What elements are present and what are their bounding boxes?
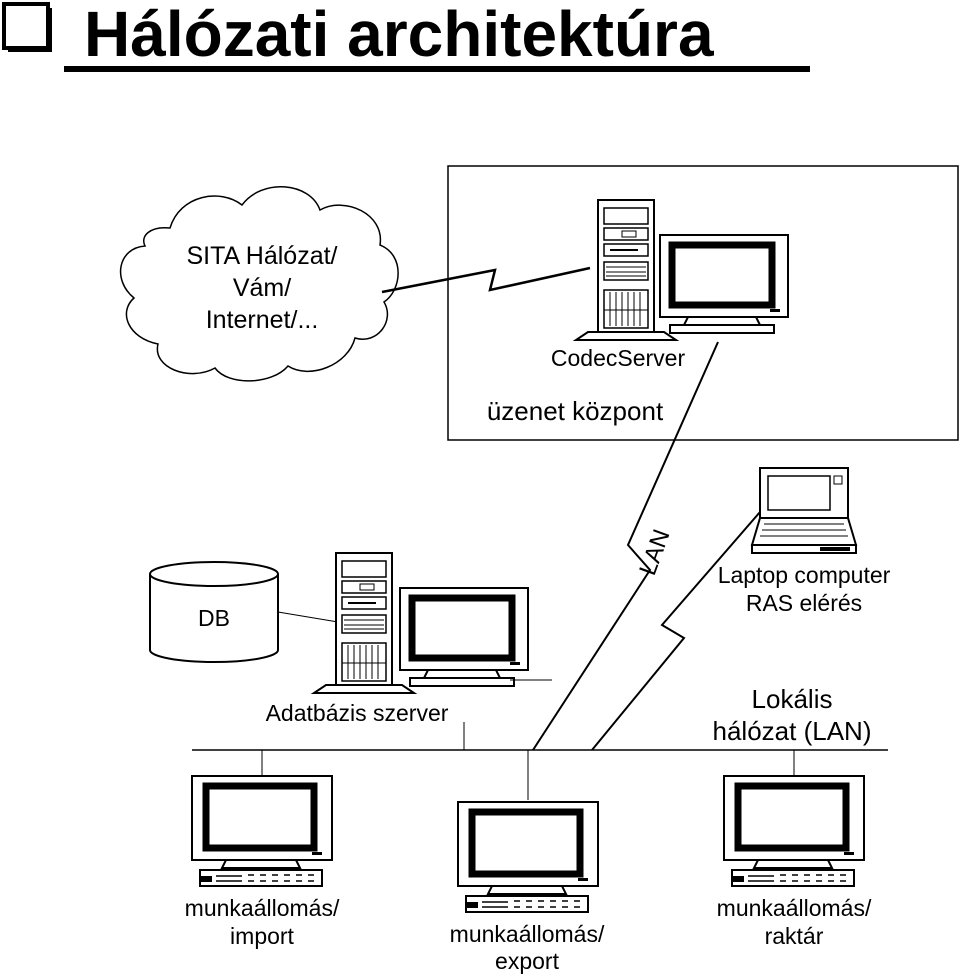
laptop-label-line-2: RAS elérés [746, 590, 862, 616]
lan-label-line-2: hálózat (LAN) [713, 716, 872, 746]
ws-import-icon [192, 776, 332, 886]
message-center-box [447, 165, 959, 441]
codec-server-label: CodecServer [551, 345, 686, 371]
cloud-icon [119, 185, 399, 382]
laptop-label-line-1: Laptop computer [718, 562, 891, 588]
ws-storage-label-line-2: raktár [765, 923, 824, 949]
database-icon [149, 561, 279, 663]
ws-import-label-line-1: munkaállomás/ [185, 895, 340, 921]
ws-export-label-line-2: export [495, 948, 560, 974]
cloud-link-line [381, 266, 591, 294]
ws-import-label-line-2: import [230, 923, 295, 949]
laptop-ras-link-line [591, 511, 761, 751]
cloud-label-line-1: SITA Hálózat/ [187, 242, 338, 270]
page-title: Hálózati architektúra [84, 0, 714, 70]
db-label: DB [198, 605, 230, 631]
cloud-label-line-2: Vám/ [233, 274, 291, 302]
laptop-icon [750, 467, 858, 554]
ws-storage-icon [724, 776, 864, 886]
codec-server-monitor-icon [660, 235, 788, 333]
db-connection-line [277, 611, 339, 623]
lan-link-label: LAN [634, 526, 675, 579]
ws-export-icon [458, 802, 598, 912]
db-server-monitor-icon [400, 588, 528, 686]
cloud-label-line-3: Internet/... [206, 306, 319, 334]
ws-storage-label-line-1: munkaállomás/ [717, 895, 872, 921]
title-underline [64, 66, 810, 72]
lan-link-line [532, 341, 719, 751]
ws-export-label-line-1: munkaállomás/ [450, 921, 605, 947]
db-server-label: Adatbázis szerver [266, 700, 449, 726]
title-bullet-icon [2, 2, 52, 52]
lan-label-line-1: Lokális [752, 684, 833, 714]
message-center-label: üzenet központ [487, 396, 664, 426]
